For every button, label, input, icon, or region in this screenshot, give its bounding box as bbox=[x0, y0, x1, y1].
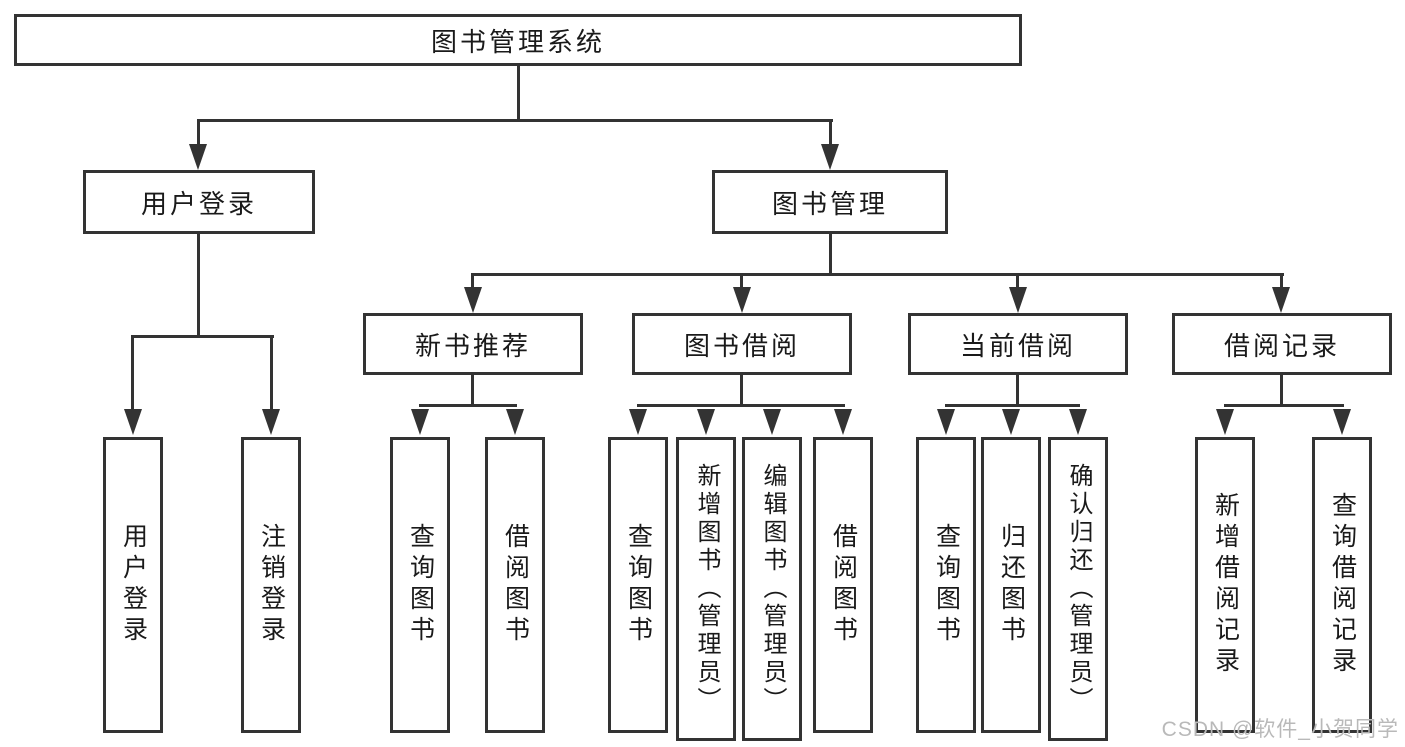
connector-line bbox=[270, 335, 273, 409]
connector-line bbox=[740, 273, 743, 288]
arrowhead-down-icon bbox=[1272, 287, 1290, 313]
arrowhead-down-icon bbox=[697, 409, 715, 435]
node-book-borrow: 图书借阅 bbox=[632, 313, 852, 375]
leaf-query-books-borrow: 查询图书 bbox=[608, 437, 668, 733]
arrowhead-down-icon bbox=[262, 409, 280, 435]
connector-line bbox=[1224, 404, 1344, 407]
arrowhead-down-icon bbox=[937, 409, 955, 435]
arrowhead-down-icon bbox=[1009, 287, 1027, 313]
connector-line bbox=[197, 119, 200, 146]
arrowhead-down-icon bbox=[124, 409, 142, 435]
leaf-logout: 注销登录 bbox=[241, 437, 301, 733]
leaf-query-books-recommend: 查询图书 bbox=[390, 437, 450, 733]
connector-line bbox=[1280, 273, 1283, 288]
arrowhead-down-icon bbox=[1002, 409, 1020, 435]
node-user-login: 用户登录 bbox=[83, 170, 315, 234]
connector-line bbox=[197, 119, 833, 122]
arrowhead-down-icon bbox=[1333, 409, 1351, 435]
node-root-library-system: 图书管理系统 bbox=[14, 14, 1022, 66]
arrowhead-down-icon bbox=[464, 287, 482, 313]
node-borrow-records: 借阅记录 bbox=[1172, 313, 1392, 375]
connector-line bbox=[1016, 375, 1019, 407]
connector-line bbox=[471, 273, 1284, 276]
node-current-borrow: 当前借阅 bbox=[908, 313, 1128, 375]
arrowhead-down-icon bbox=[411, 409, 429, 435]
arrowhead-down-icon bbox=[1216, 409, 1234, 435]
connector-line bbox=[517, 66, 520, 122]
leaf-borrow-books: 借阅图书 bbox=[813, 437, 873, 733]
arrowhead-down-icon bbox=[189, 144, 207, 170]
arrowhead-down-icon bbox=[506, 409, 524, 435]
arrowhead-down-icon bbox=[733, 287, 751, 313]
connector-line bbox=[471, 273, 474, 288]
connector-line bbox=[131, 335, 134, 409]
connector-line bbox=[945, 404, 1080, 407]
connector-line bbox=[1280, 375, 1283, 407]
node-book-management: 图书管理 bbox=[712, 170, 948, 234]
connector-line bbox=[1016, 273, 1019, 288]
arrowhead-down-icon bbox=[821, 144, 839, 170]
leaf-add-borrow-record: 新增借阅记录 bbox=[1195, 437, 1255, 733]
arrowhead-down-icon bbox=[1069, 409, 1087, 435]
node-new-book-recommend: 新书推荐 bbox=[363, 313, 583, 375]
leaf-user-login: 用户登录 bbox=[103, 437, 163, 733]
leaf-query-books-current: 查询图书 bbox=[916, 437, 976, 733]
leaf-return-books: 归还图书 bbox=[981, 437, 1041, 733]
connector-line bbox=[131, 335, 274, 338]
connector-line bbox=[740, 375, 743, 407]
connector-line bbox=[829, 234, 832, 276]
arrowhead-down-icon bbox=[763, 409, 781, 435]
leaf-edit-books-admin: 编辑图书（管理员） bbox=[742, 437, 802, 741]
connector-line bbox=[471, 375, 474, 407]
connector-line bbox=[637, 404, 845, 407]
leaf-borrow-books-recommend: 借阅图书 bbox=[485, 437, 545, 733]
leaf-confirm-return-admin: 确认归还（管理员） bbox=[1048, 437, 1108, 741]
arrowhead-down-icon bbox=[834, 409, 852, 435]
leaf-add-books-admin: 新增图书（管理员） bbox=[676, 437, 736, 741]
arrowhead-down-icon bbox=[629, 409, 647, 435]
connector-line bbox=[829, 119, 832, 146]
connector-line bbox=[197, 234, 200, 337]
csdn-watermark: CSDN @软件_小贺同学 bbox=[1161, 718, 1399, 741]
leaf-query-borrow-record: 查询借阅记录 bbox=[1312, 437, 1372, 733]
connector-line bbox=[419, 404, 517, 407]
